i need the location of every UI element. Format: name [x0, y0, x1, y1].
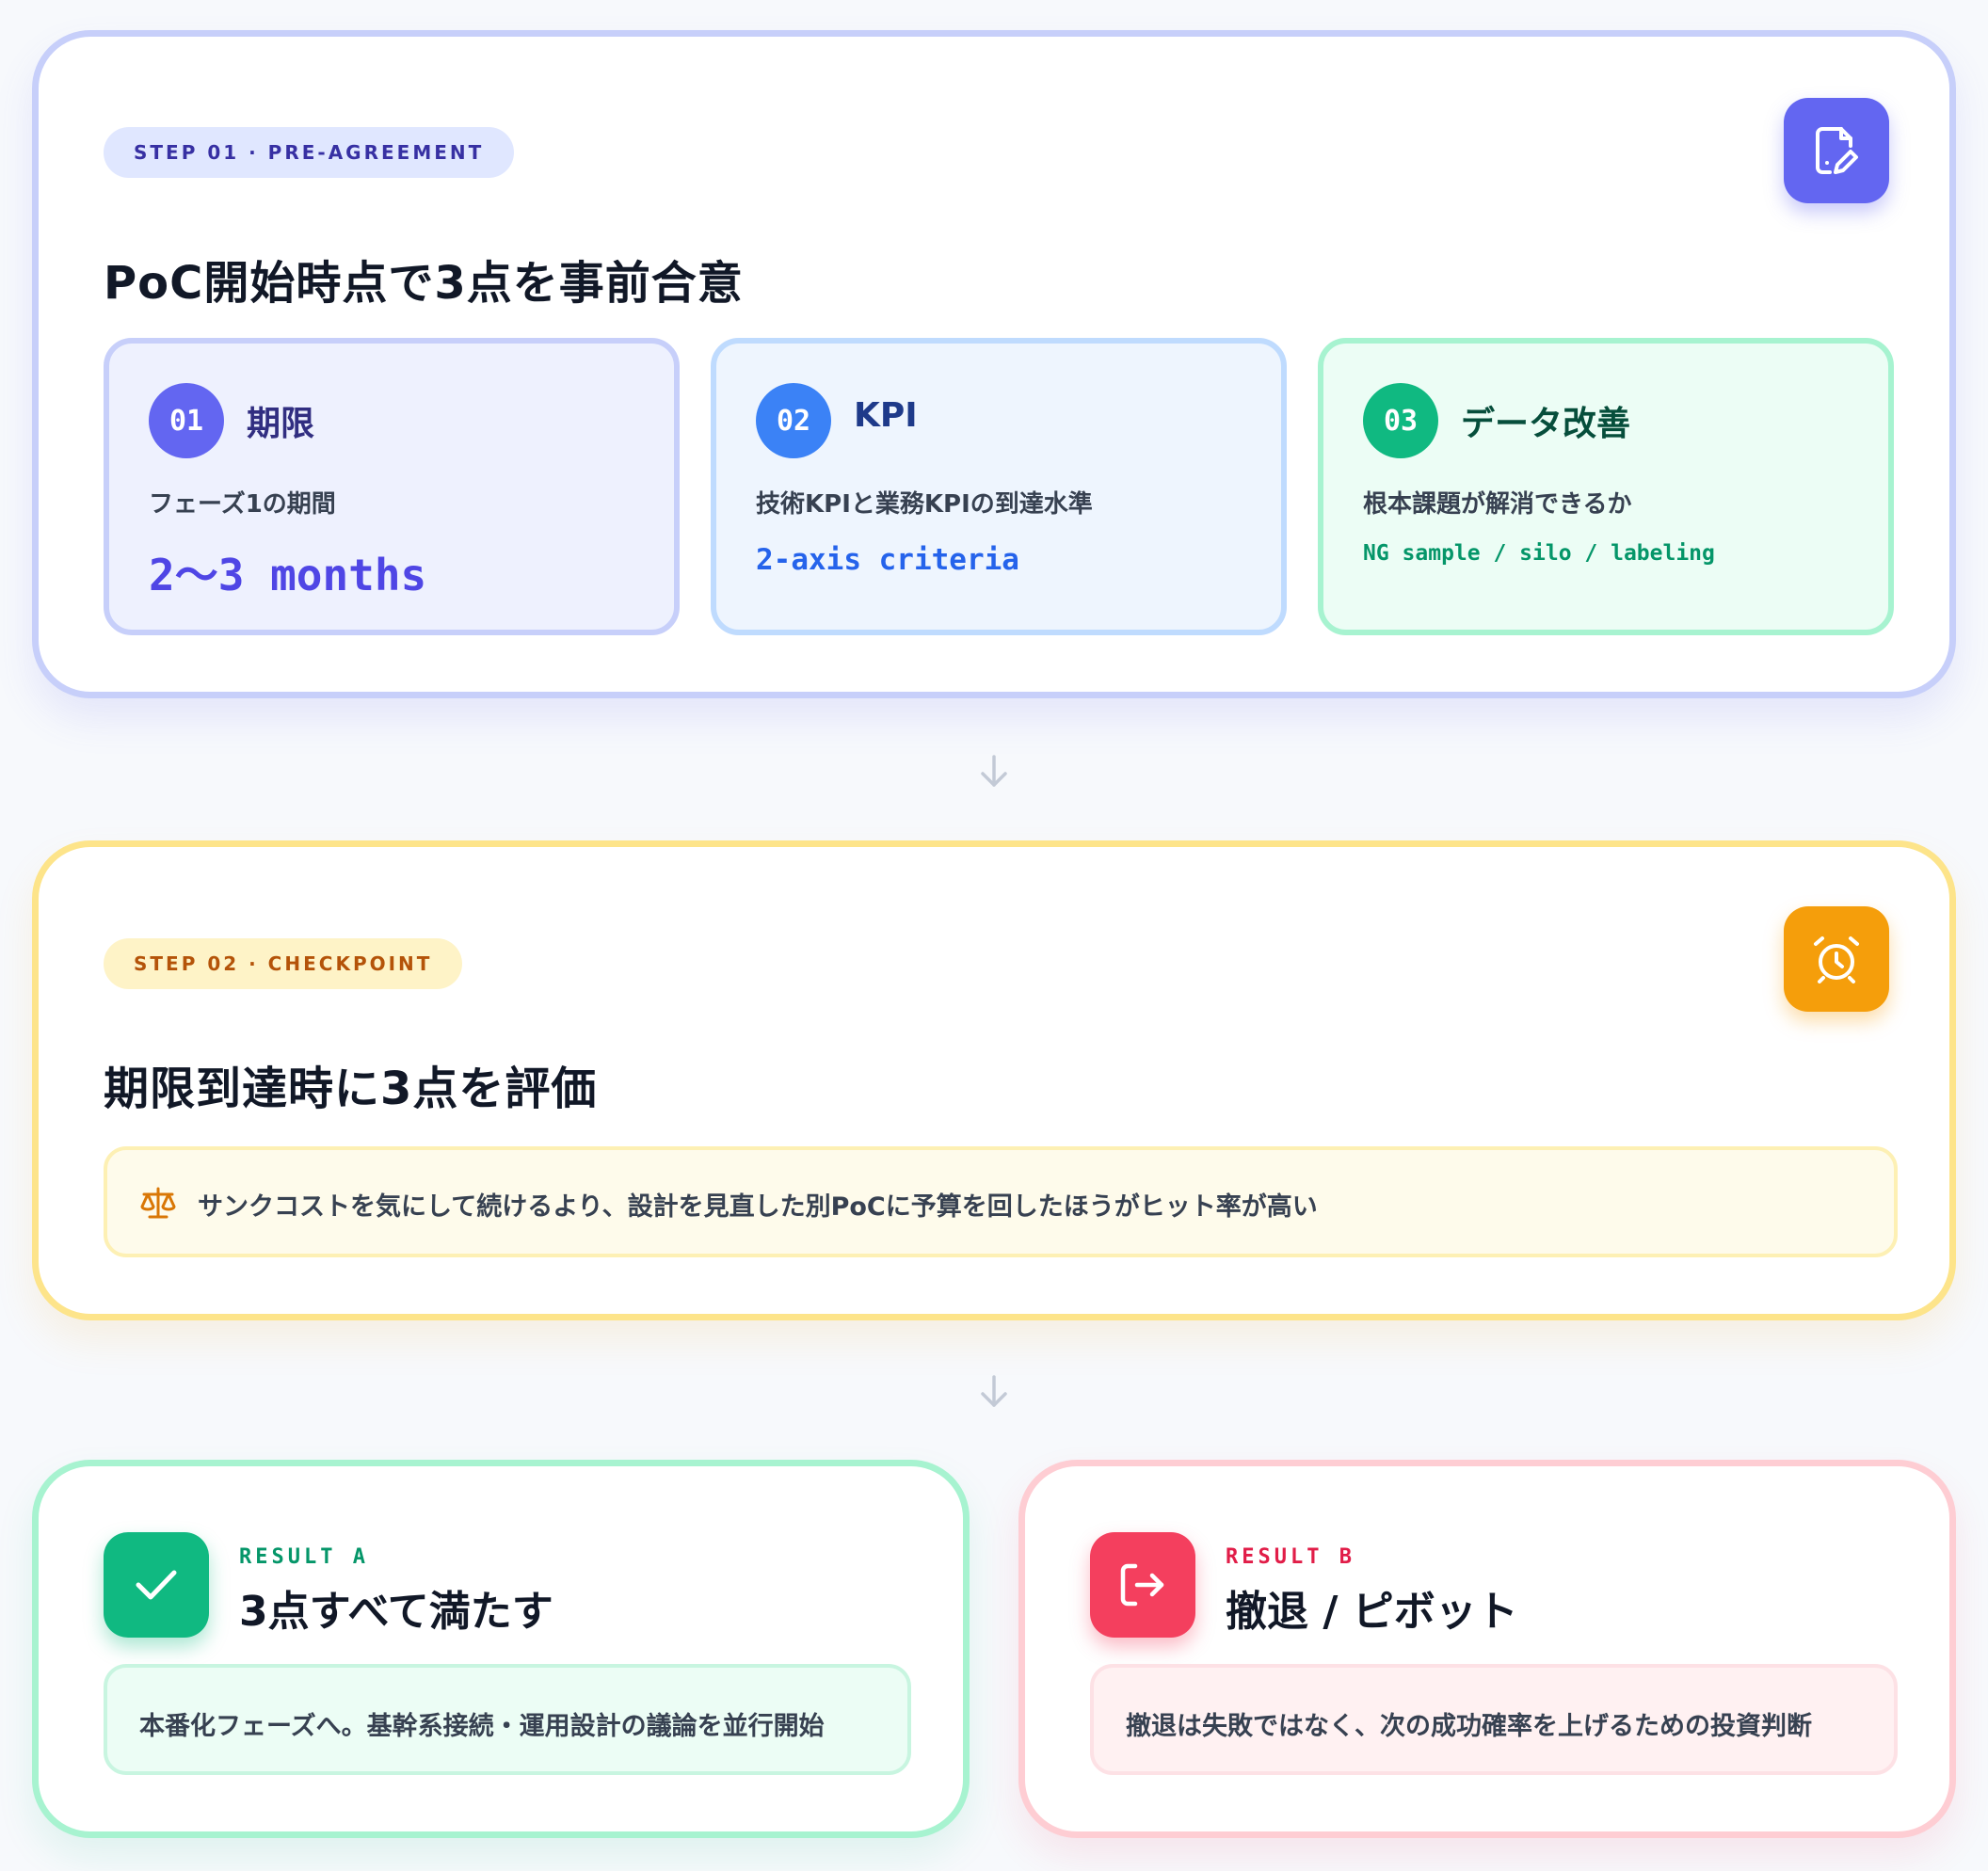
criterion-data-improvement: 03 データ改善 根本課題が解消できるか NG sample / silo / …: [1318, 338, 1894, 635]
result-title: 撤退 / ピボット: [1226, 1588, 1518, 1636]
criterion-number: 03: [1363, 383, 1438, 458]
criterion-label: KPI: [854, 396, 918, 435]
result-description-box: 撤退は失敗ではなく、次の成功確率を上げるための投資判断: [1090, 1664, 1898, 1775]
sunk-cost-note: サンクコストを気にして続けるより、設計を見直した別PoCに予算を回したほうがヒッ…: [104, 1146, 1898, 1257]
step-01-card: STEP 01 · PRE-AGREEMENT PoC開始時点で3点を事前合意 …: [32, 30, 1956, 698]
result-kicker: RESULT B: [1226, 1545, 1355, 1569]
step-01-title: PoC開始時点で3点を事前合意: [104, 257, 744, 310]
criterion-value: 2〜3 months: [149, 550, 427, 600]
step-01-badge: STEP 01 · PRE-AGREEMENT: [104, 127, 515, 178]
document-edit-icon: [1784, 98, 1889, 203]
criterion-description: 技術KPIと業務KPIの到達水準: [756, 490, 1093, 519]
criterion-number: 02: [756, 383, 831, 458]
criterion-deadline: 01 期限 フェーズ1の期間 2〜3 months: [104, 338, 680, 635]
alarm-clock-icon: [1784, 906, 1889, 1012]
result-b-card: RESULT B 撤退 / ピボット 撤退は失敗ではなく、次の成功確率を上げるた…: [1018, 1460, 1956, 1838]
criterion-value: NG sample / silo / labeling: [1363, 541, 1715, 566]
step-02-card: STEP 02 · CHECKPOINT 期限到達時に3点を評価 サンクコストを…: [32, 840, 1956, 1320]
criterion-number: 01: [149, 383, 224, 458]
criterion-label: データ改善: [1461, 405, 1631, 443]
step-02-badge: STEP 02 · CHECKPOINT: [104, 938, 463, 989]
result-description-box: 本番化フェーズへ。基幹系接続・運用設計の議論を並行開始: [104, 1664, 911, 1775]
result-kicker: RESULT A: [239, 1545, 369, 1569]
check-icon: [104, 1532, 209, 1638]
criterion-label: 期限: [247, 405, 315, 443]
criterion-kpi: 02 KPI 技術KPIと業務KPIの到達水準 2-axis criteria: [711, 338, 1287, 635]
scale-icon: [140, 1187, 176, 1219]
criterion-value: 2-axis criteria: [756, 543, 1019, 577]
arrow-down-icon: [981, 755, 1007, 787]
result-title: 3点すべて満たす: [239, 1588, 553, 1636]
result-description: 撤退は失敗ではなく、次の成功確率を上げるための投資判断: [1126, 1712, 1812, 1741]
note-text: サンクコストを気にして続けるより、設計を見直した別PoCに予算を回したほうがヒッ…: [198, 1192, 1318, 1222]
result-description: 本番化フェーズへ。基幹系接続・運用設計の議論を並行開始: [139, 1712, 825, 1741]
exit-icon: [1090, 1532, 1195, 1638]
criterion-description: フェーズ1の期間: [149, 490, 336, 519]
step-02-title: 期限到達時に3点を評価: [104, 1063, 598, 1115]
criterion-description: 根本課題が解消できるか: [1363, 490, 1632, 519]
result-a-card: RESULT A 3点すべて満たす 本番化フェーズへ。基幹系接続・運用設計の議論…: [32, 1460, 970, 1838]
arrow-down-icon: [981, 1375, 1007, 1407]
